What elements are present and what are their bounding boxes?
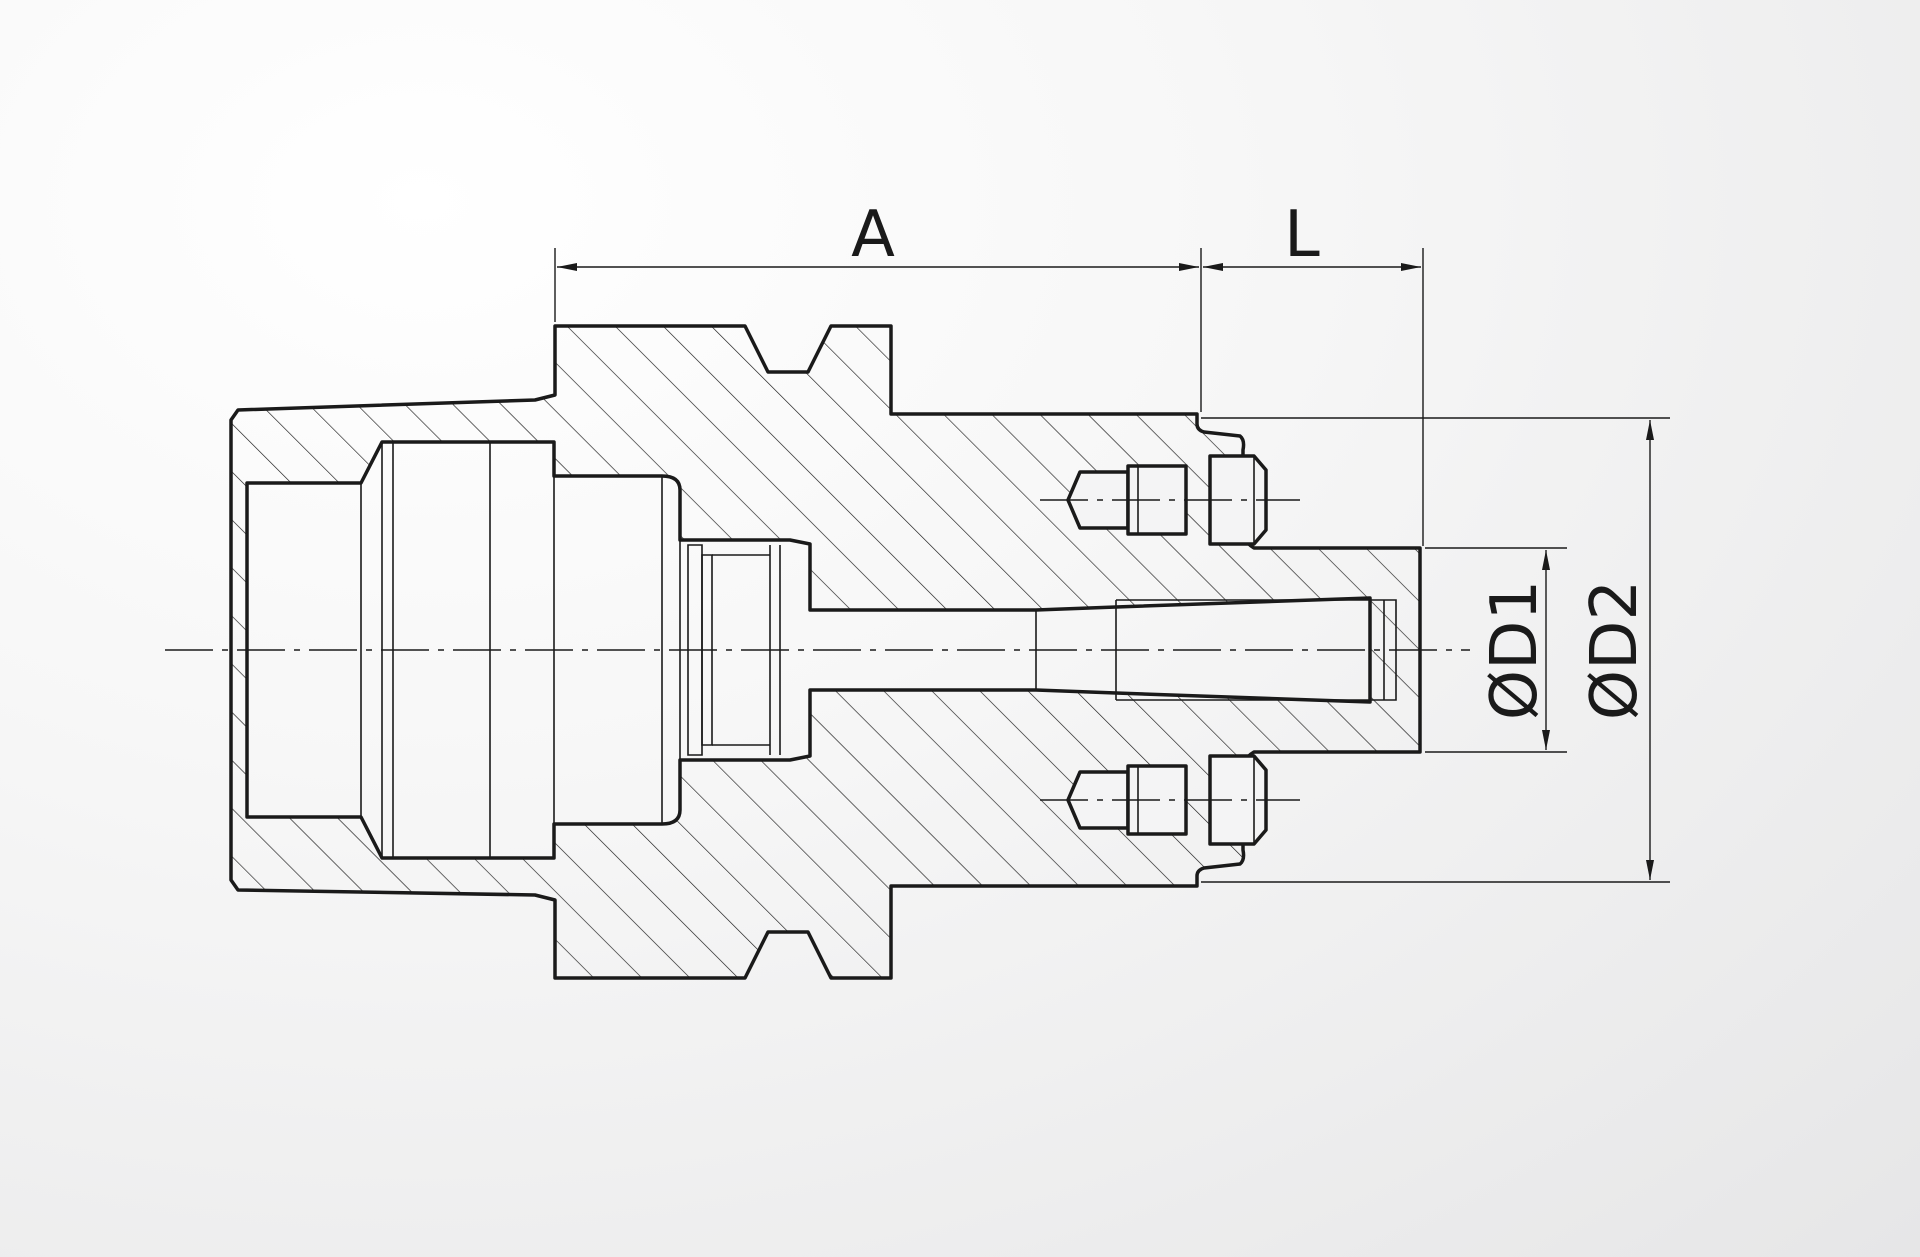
tool-holder-section — [229, 324, 1422, 980]
label-l: L — [1284, 198, 1320, 272]
dimension-lines — [554, 248, 1670, 883]
label-d2: ØD2 — [1578, 580, 1652, 720]
label-a: A — [851, 198, 895, 272]
holder-body — [229, 324, 1422, 980]
center-lines — [165, 499, 1470, 801]
collar-ring — [687, 544, 703, 756]
dimension-labels: A L ØD1 ØD2 — [851, 198, 1652, 720]
label-d1: ØD1 — [1478, 580, 1552, 720]
